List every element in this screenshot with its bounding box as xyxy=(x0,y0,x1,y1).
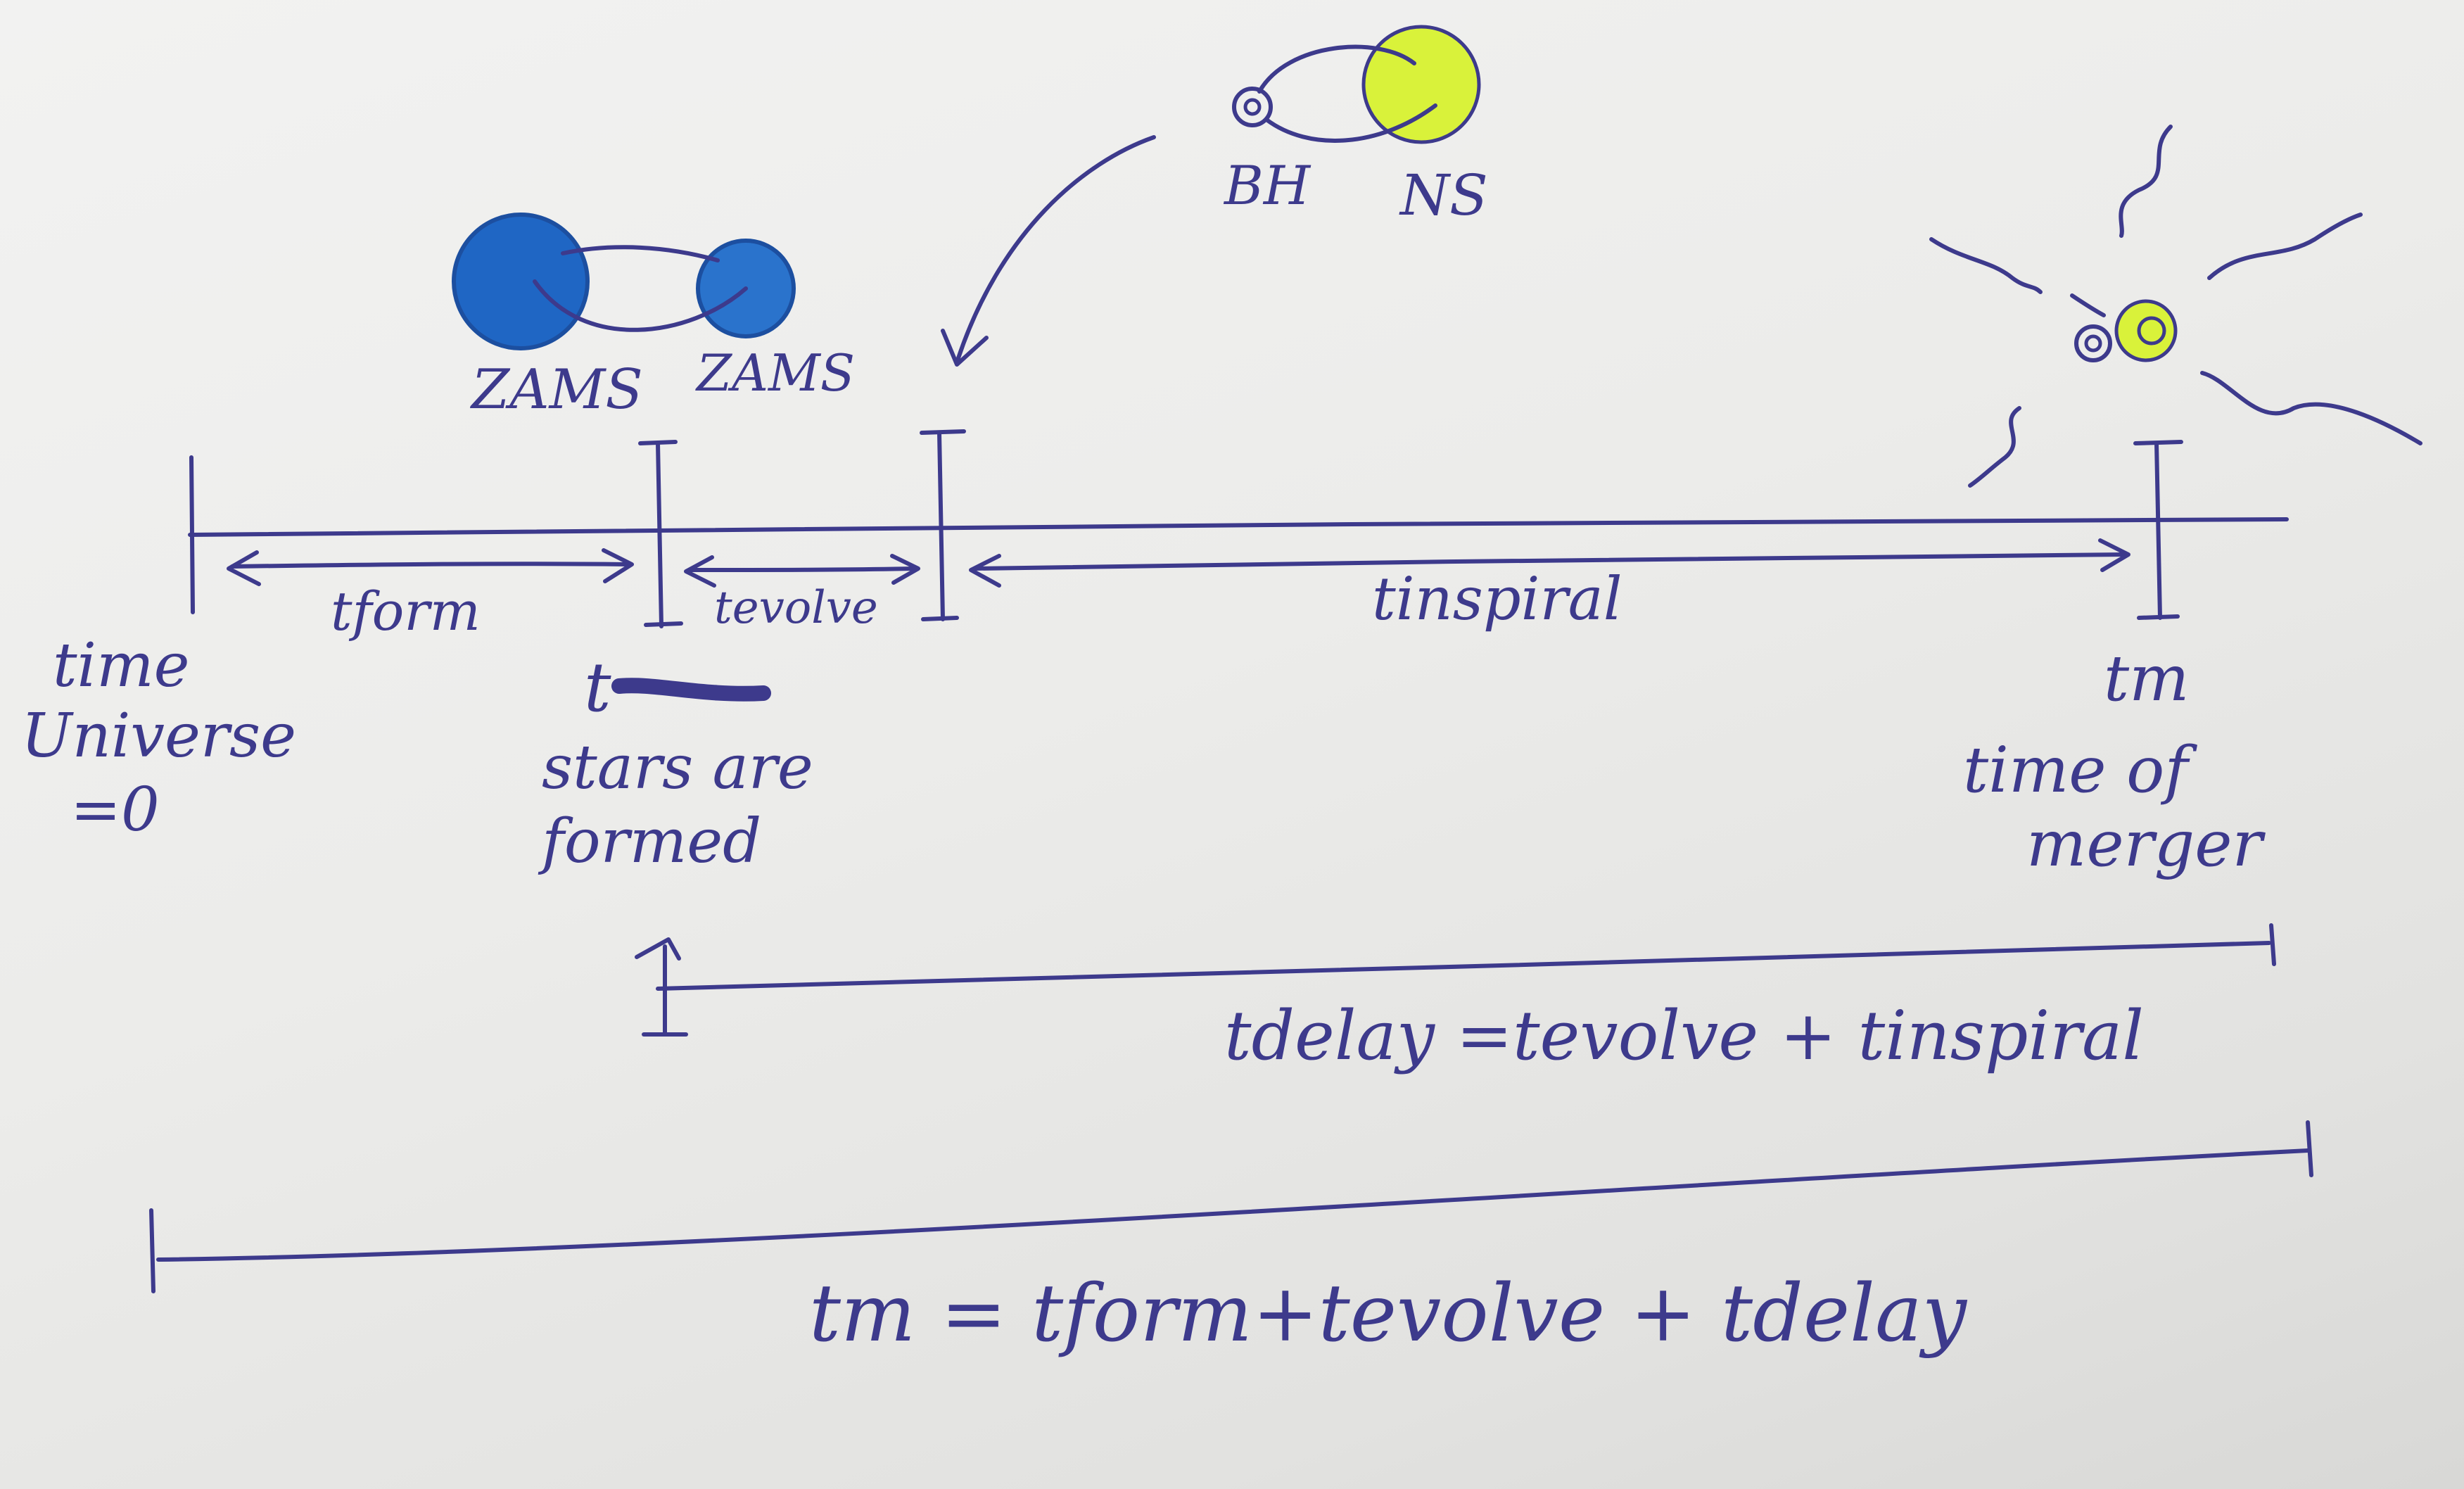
delay-equation: tdelay =tevolve + tinspiral xyxy=(1224,996,2144,1075)
gw-wave-right xyxy=(2200,371,2422,445)
zams-binary-illustration xyxy=(452,213,796,350)
merger-symbol: tm xyxy=(2104,642,2190,716)
zams-orbit-upper xyxy=(561,245,720,262)
bh-ns-binary-illustration xyxy=(1232,25,1481,144)
span-arrow-tevolve xyxy=(687,566,917,572)
merger-label-line1: time of xyxy=(1963,733,2197,807)
zams-label-left: ZAMS xyxy=(469,358,643,422)
ns-label: NS xyxy=(1399,163,1488,228)
formation-label-line2: formed xyxy=(538,806,761,877)
neutron-star xyxy=(1361,25,1481,144)
tick-formation-cap-top xyxy=(638,440,678,445)
gw-wave-left xyxy=(1929,237,2043,294)
span-arrow-tinspiral-left-head xyxy=(969,554,1001,588)
gw-wave-top xyxy=(2119,125,2173,238)
span-arrow-tevolve-left-head xyxy=(684,555,716,588)
formation-symbol: t xyxy=(584,648,611,727)
merger-label-line2: merger xyxy=(2026,807,2266,881)
bh-label: BH xyxy=(1223,154,1312,217)
black-hole xyxy=(1232,87,1273,127)
tick-evolve-cap-bottom xyxy=(921,616,959,621)
merged-ns-core xyxy=(2137,316,2166,346)
tick-merger xyxy=(2154,441,2162,620)
tick-merger-cap-top xyxy=(2133,440,2183,445)
span-arrow-tform xyxy=(230,562,632,569)
gw-wave-upper-right xyxy=(2207,213,2363,280)
tick-evolve-end xyxy=(937,431,945,621)
span-label-tevolve: tevolve xyxy=(714,582,878,634)
bh-ns-orbit-lower xyxy=(1264,103,1437,143)
tick-formation-cap-bottom xyxy=(644,621,683,627)
tdelay-bracket-line xyxy=(656,941,2271,991)
tick-merger-cap-bottom xyxy=(2137,614,2180,620)
formation-pointer-arrowhead xyxy=(941,329,989,367)
origin-label-line1: time xyxy=(53,631,190,701)
tick-formation xyxy=(656,441,663,628)
tm-bracket-line xyxy=(156,1148,2310,1262)
merged-black-hole-core xyxy=(2084,334,2102,353)
merger-illustration xyxy=(1929,125,2422,488)
total-equation: tm = tform+tevolve + tdelay xyxy=(809,1268,1968,1360)
formation-pointer-arrow xyxy=(955,135,1156,365)
span-arrow-tform-left-head xyxy=(227,550,261,586)
origin-label-line2: Universe xyxy=(21,701,296,771)
tick-origin xyxy=(189,455,195,614)
gw-wave-inner xyxy=(2070,293,2106,317)
span-arrow-tinspiral-right-head xyxy=(2098,538,2130,572)
span-arrow-tevolve-right-head xyxy=(890,554,920,585)
black-hole-core xyxy=(1243,98,1262,116)
zams-orbit-lower xyxy=(533,279,748,332)
bh-ns-orbit-upper xyxy=(1257,44,1416,94)
span-arrow-tinspiral xyxy=(972,552,2127,571)
merged-black-hole xyxy=(2074,324,2112,362)
tdelay-bracket-end-tick xyxy=(2269,923,2276,966)
span-label-tinspiral: tinspiral xyxy=(1372,564,1622,633)
tdelay-bracket-start-cap xyxy=(635,937,681,961)
span-arrow-tform-right-head xyxy=(602,548,634,583)
zams-label-right: ZAMS xyxy=(695,343,855,403)
zams-star-left xyxy=(452,213,590,350)
timeline-axis xyxy=(188,517,2289,537)
tm-bracket-end-tick xyxy=(2306,1120,2313,1177)
merged-neutron-star xyxy=(2114,299,2178,362)
origin-label-line3: =0 xyxy=(70,775,160,845)
formation-label-line1: stars are xyxy=(542,733,813,803)
gw-wave-lower-left xyxy=(1968,406,2021,488)
span-label-tform: tform xyxy=(331,580,481,642)
tick-evolve-cap-top xyxy=(920,429,966,435)
tm-bracket-start-tick xyxy=(149,1208,155,1293)
formation-symbol-scribble xyxy=(611,678,771,702)
